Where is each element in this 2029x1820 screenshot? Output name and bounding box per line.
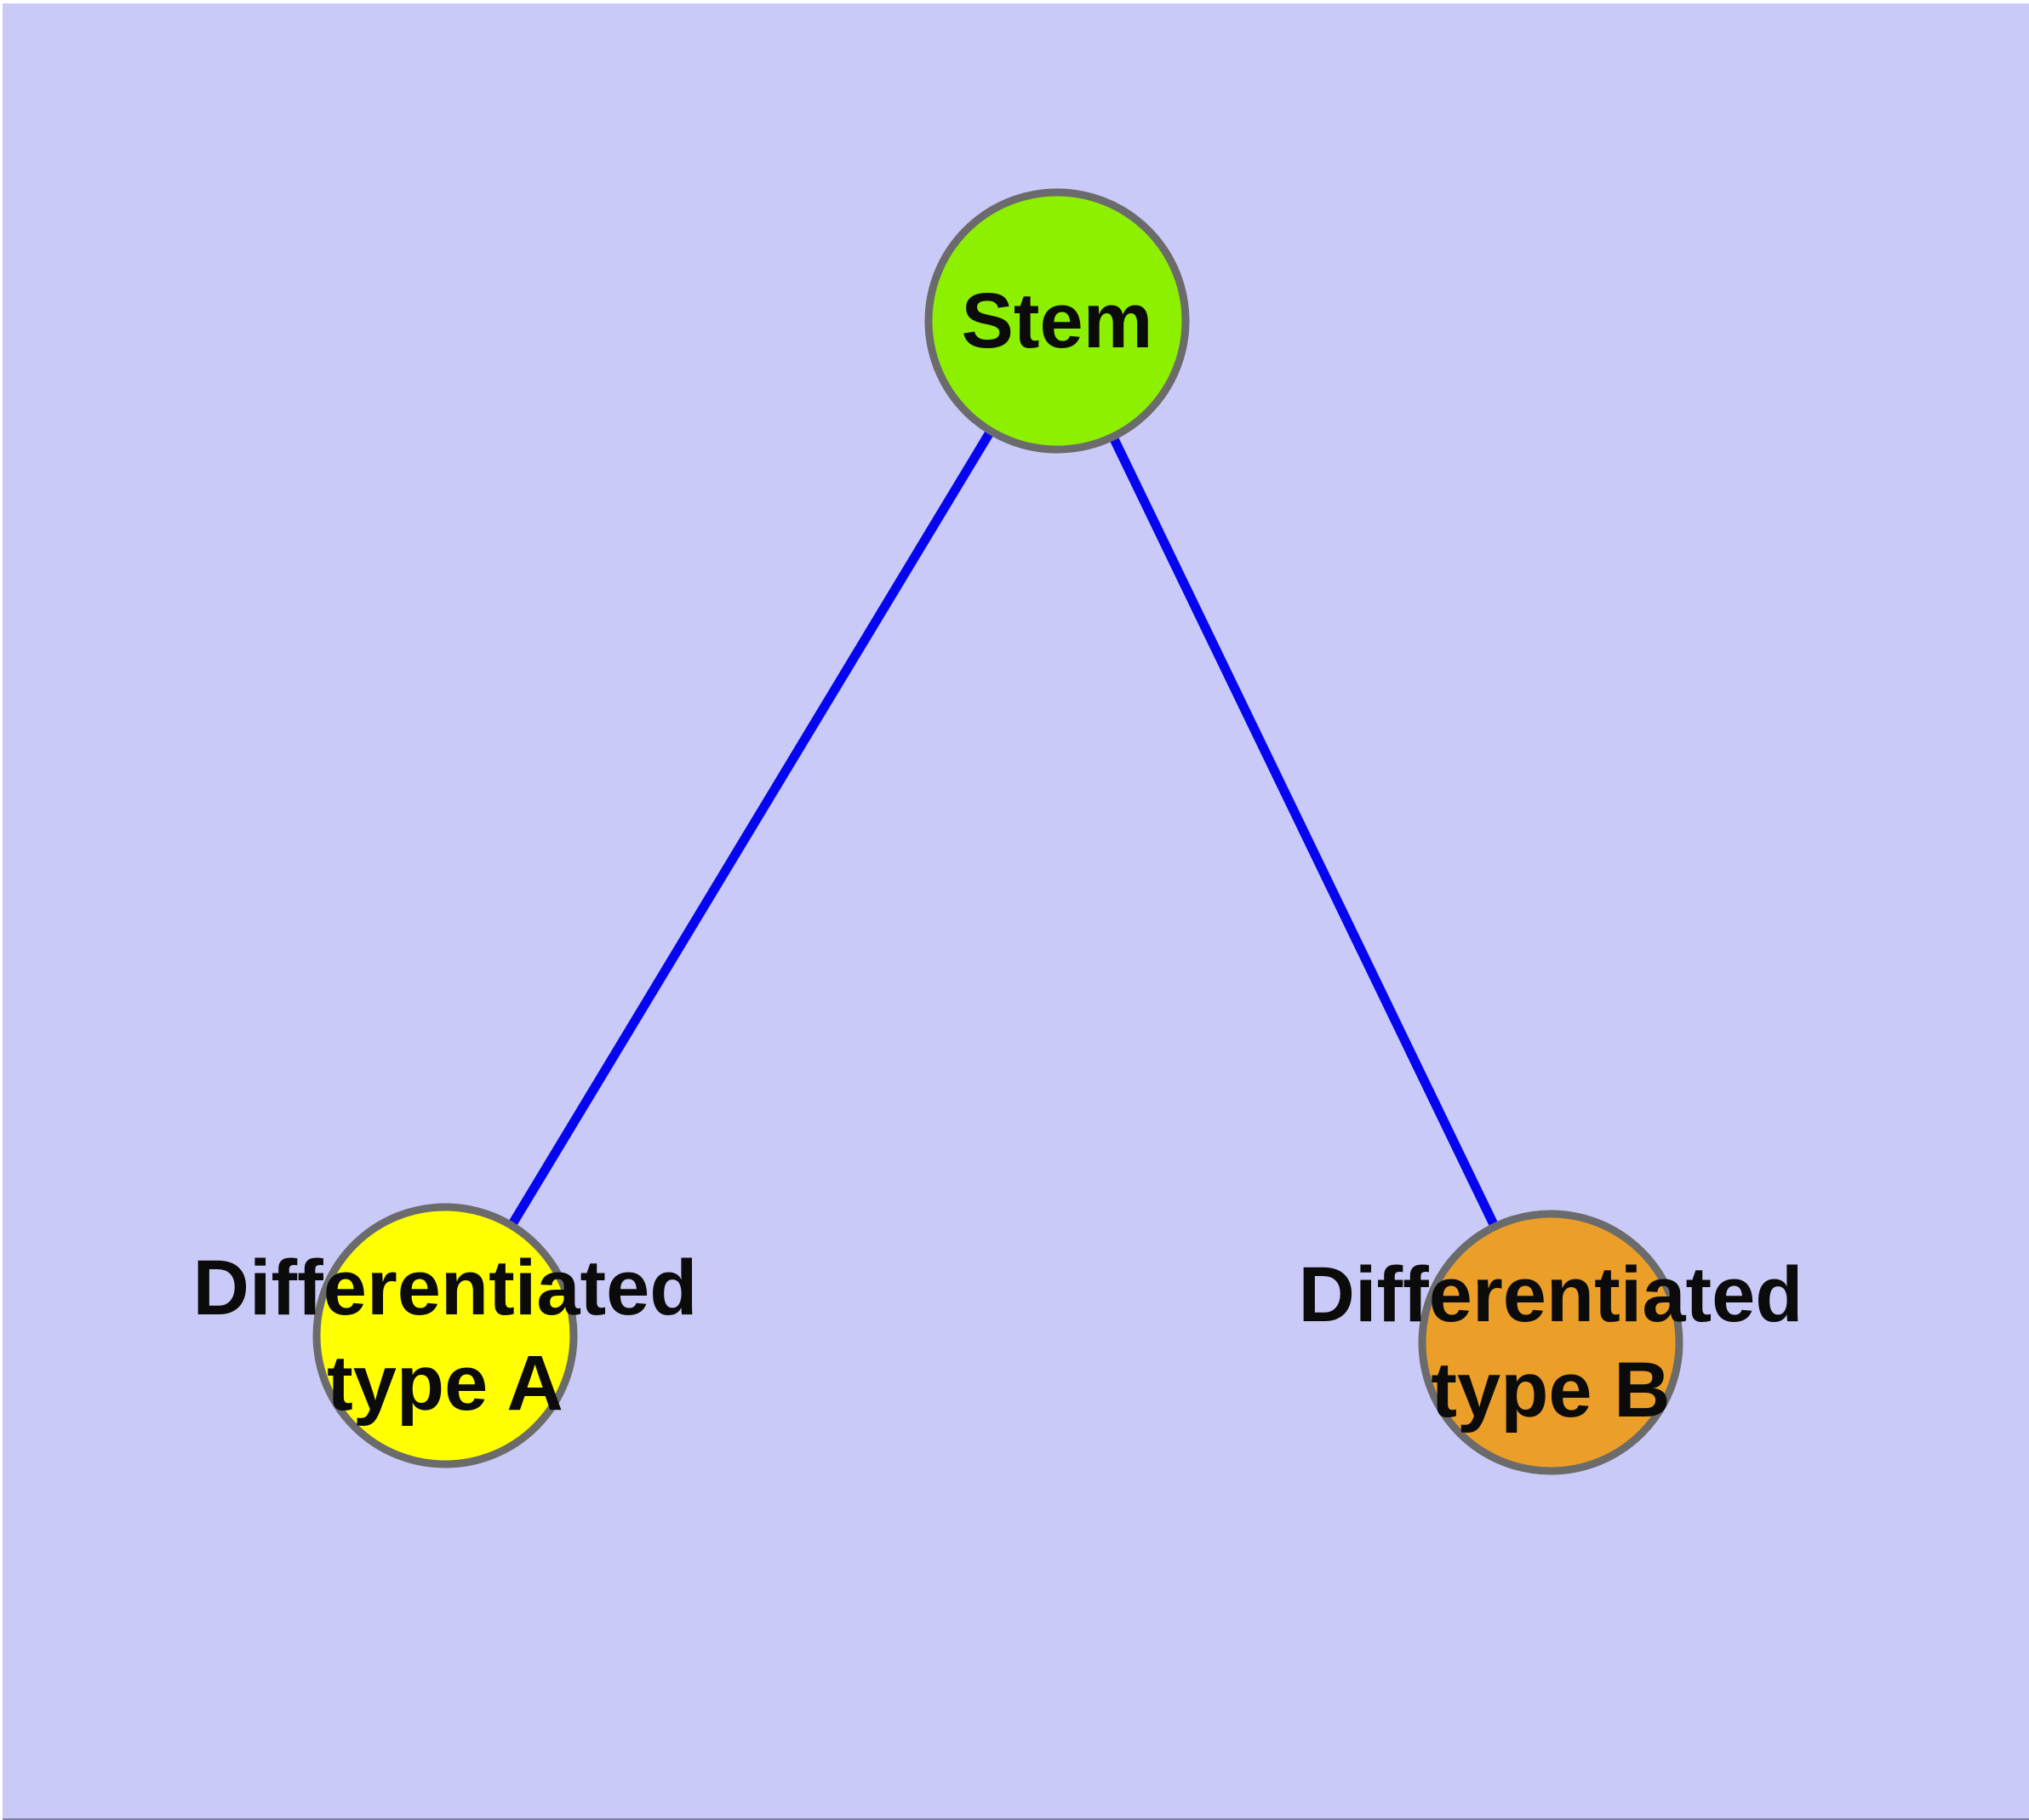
edges-layer (441, 318, 1555, 1345)
node-label-line: Stem (962, 278, 1153, 364)
node-label-line: type A (327, 1340, 563, 1427)
node-label-type-a: Differentiated type A (193, 1245, 698, 1427)
node-type-b (1418, 1210, 1683, 1475)
edge-stem-to-type-b (1053, 318, 1555, 1345)
node-label-line: Differentiated (193, 1245, 698, 1331)
node-label-stem: Stem (962, 278, 1153, 364)
edge-stem-to-type-a (441, 318, 1061, 1338)
node-label-type-b: Differentiated type B (1299, 1251, 1803, 1434)
node-label-line: Differentiated (1299, 1251, 1803, 1338)
nodes-layer (312, 188, 1683, 1475)
node-type-a (312, 1203, 578, 1468)
node-label-line: type B (1431, 1347, 1670, 1434)
node-stem (924, 188, 1190, 454)
